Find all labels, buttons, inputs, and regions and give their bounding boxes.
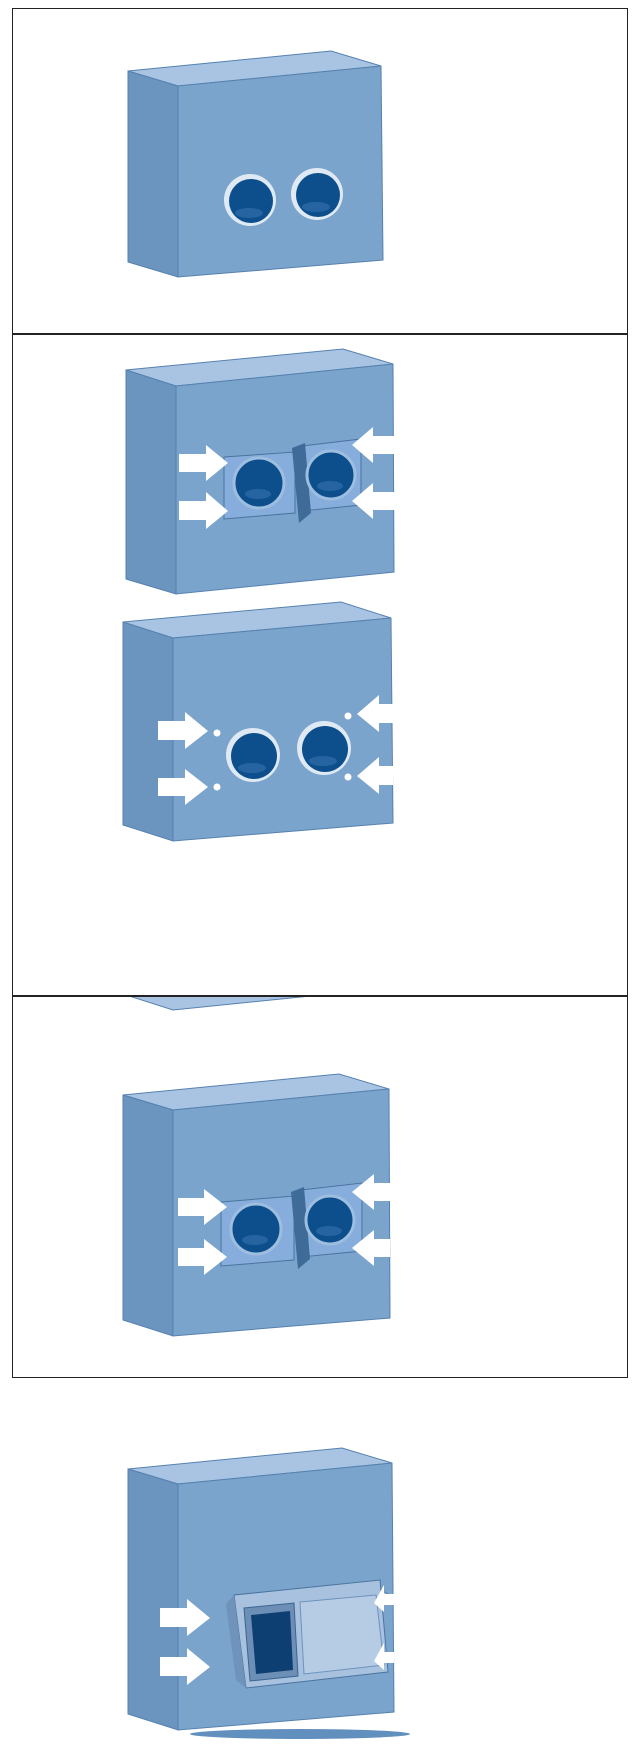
arrow-left-icon	[357, 695, 393, 732]
cover-top	[232, 1581, 390, 1608]
wall-side-face	[127, 1468, 179, 1731]
arrow-right-icon	[160, 1648, 210, 1685]
wall-top-face	[130, 997, 306, 1011]
arrow-right-icon	[179, 492, 228, 529]
panel-3-illustration	[130, 997, 306, 1011]
wall-shadow	[190, 1729, 410, 1739]
arrow-left-icon	[352, 427, 395, 463]
screw-hole-icon	[213, 783, 221, 791]
arrow-left-icon	[357, 757, 393, 794]
panel-2-illustration	[122, 348, 395, 842]
panel-3-illustration-main	[13, 997, 627, 1377]
arrow-right-icon	[158, 712, 208, 749]
arrow-right-icon	[160, 1599, 210, 1636]
duct-opening-left	[224, 174, 276, 226]
vent-cover	[226, 1579, 390, 1689]
wall-side-face	[127, 70, 179, 278]
wall-top-face	[123, 997, 390, 1009]
arrow-right-icon	[158, 769, 208, 805]
mounting-plate	[223, 438, 362, 523]
cover-front	[233, 1579, 389, 1689]
arrow-right-icon	[179, 445, 228, 481]
wall-block-panel-4	[127, 1447, 395, 1731]
wall-block	[123, 997, 390, 1009]
panel-frame-3	[12, 996, 628, 1378]
plate-duct-left	[232, 456, 286, 510]
plate-divider	[292, 443, 311, 523]
wall-front-face	[177, 1462, 395, 1731]
wall-side-face	[125, 369, 177, 595]
cover-grille	[251, 1611, 293, 1674]
cover-side	[226, 1595, 246, 1688]
screw-hole-icon	[344, 773, 352, 781]
wall-front-face	[172, 617, 394, 842]
panel-frame-1	[12, 8, 628, 334]
screw-hole-icon	[344, 712, 352, 720]
wall-top-face	[127, 1447, 393, 1485]
duct-opening-right	[291, 168, 343, 220]
arrow-left-icon	[374, 1585, 394, 1612]
duct-opening-left	[226, 728, 280, 782]
wall-front-face	[177, 65, 384, 278]
arrow-left-icon	[374, 1643, 394, 1670]
panel-1-illustration	[127, 50, 384, 278]
duct-opening-right	[297, 721, 351, 775]
arrow-left-icon	[352, 483, 395, 519]
cover-grille-frame	[243, 1602, 299, 1682]
cover-right-panel	[299, 1594, 385, 1675]
plate-duct-right	[305, 449, 357, 501]
wall-block	[127, 50, 384, 278]
wall-block-lower	[122, 601, 394, 842]
wall-block	[130, 997, 306, 1011]
screw-hole-icon	[213, 729, 221, 737]
panel-frame-2	[12, 334, 628, 996]
